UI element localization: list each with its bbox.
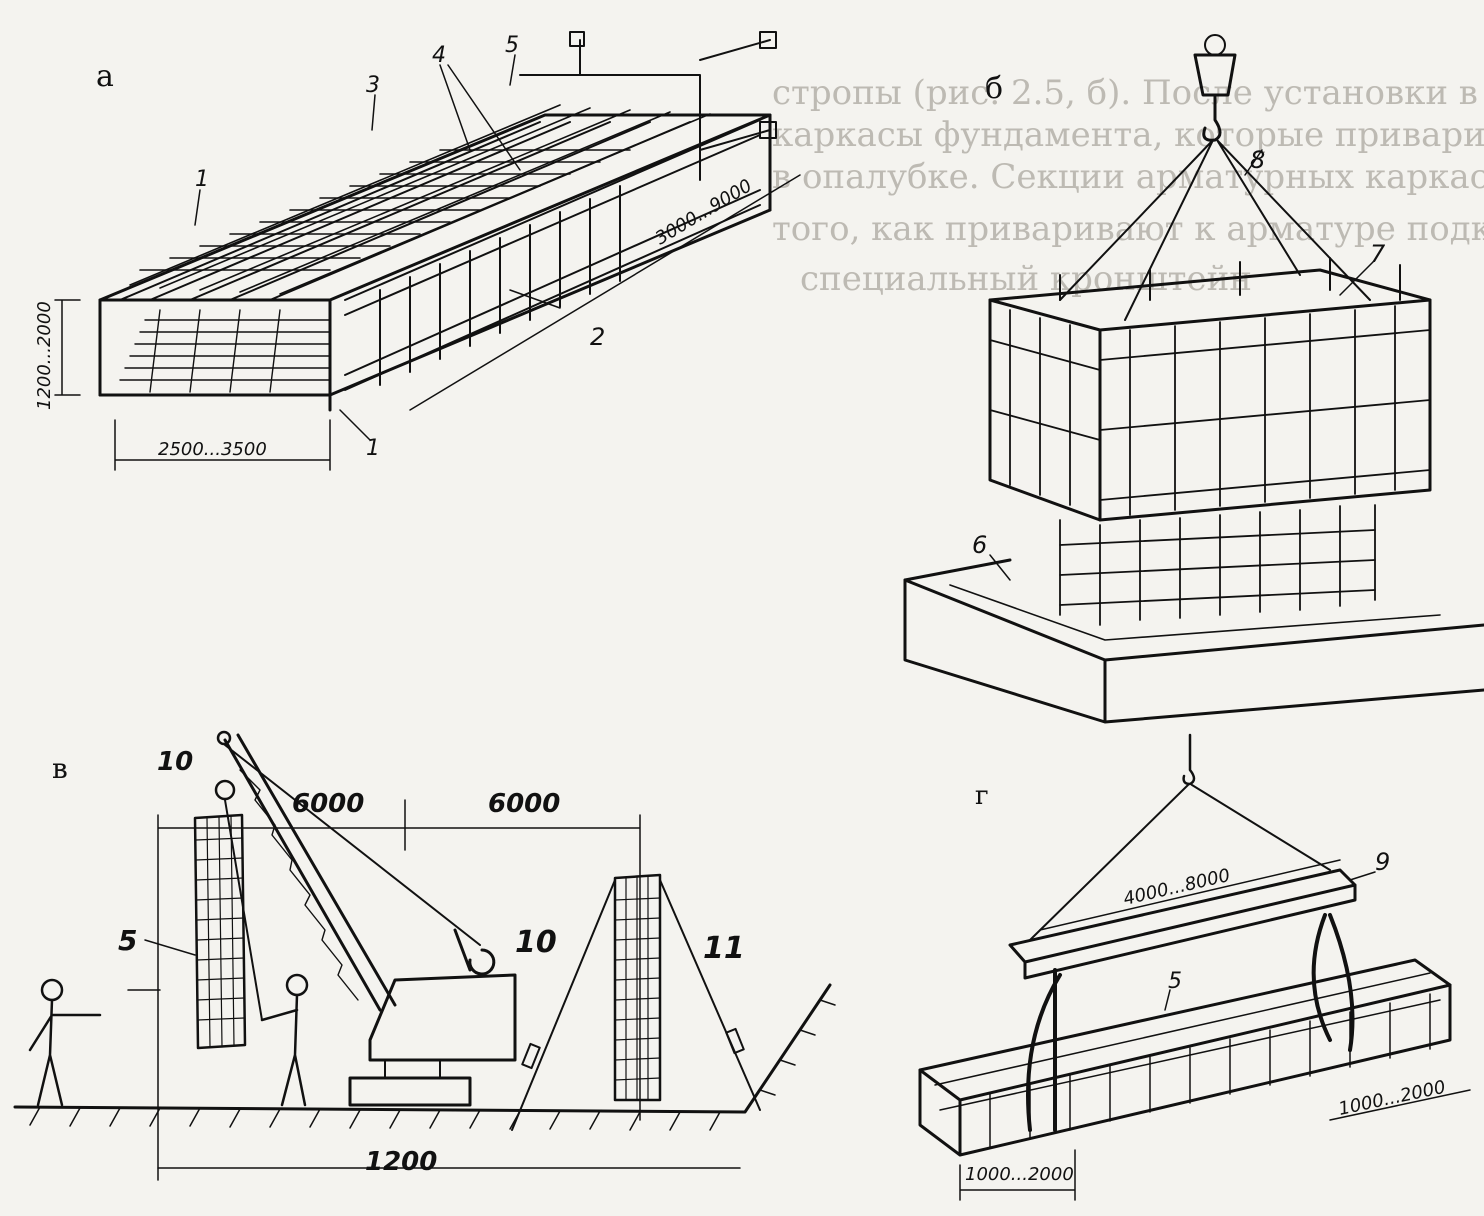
protruding-rebar	[1059, 257, 1401, 301]
crane-boom	[223, 733, 397, 1012]
panel-g-letter: г	[975, 781, 989, 811]
hanging-cage-mesh	[195, 815, 245, 1048]
cage-stirrups	[934, 972, 1441, 1149]
dim-width-line	[114, 419, 331, 471]
crane-cab	[368, 973, 517, 1062]
turnbuckle-left	[521, 1042, 541, 1070]
dim-beam-line	[1039, 859, 1341, 931]
boom-pendant	[224, 744, 481, 946]
bleed-line-2: каркасы фундамента, которые приваривают …	[772, 115, 1484, 155]
dim-base-text: 1200	[365, 1147, 437, 1177]
top-mesh-grid	[129, 104, 711, 295]
guy-wires	[511, 879, 761, 1131]
boom-tip-sheave	[216, 730, 232, 746]
dim-beam-text: 4000...8000	[1121, 865, 1232, 910]
dim-right-line	[1329, 1089, 1471, 1121]
callout-leaders-g	[1164, 871, 1376, 1011]
boom-head-sheave	[214, 779, 236, 801]
sling-ropes	[1059, 139, 1371, 321]
bleed-line-5: специальный кронштейн	[800, 259, 1252, 299]
callout-9: 9	[1375, 848, 1390, 876]
hook-pulley	[1204, 34, 1226, 56]
callout-4: 4	[432, 43, 446, 68]
callout-leaders-v	[127, 939, 196, 991]
crane-tracks	[348, 1076, 472, 1107]
box-right-face	[1098, 298, 1432, 522]
callout-1-bottom: 1	[366, 436, 380, 461]
dim-height-line	[54, 299, 81, 396]
callout-leaders	[194, 54, 561, 441]
callout-6: 6	[972, 531, 987, 559]
callout-leaders-b	[989, 149, 1376, 581]
end-anchor-1	[569, 31, 585, 47]
bottom-mesh-grid	[119, 309, 331, 393]
ground-line	[13, 983, 832, 1114]
end-anchor-2	[759, 31, 777, 49]
foundation-slab-top	[903, 558, 1484, 662]
counterweight-mast	[453, 928, 496, 976]
hoist-line	[224, 799, 263, 1021]
callout-10-boom: 10	[157, 747, 193, 777]
crane-hook-block	[1193, 53, 1237, 97]
panel-a-letter: а	[96, 59, 114, 94]
dim-spacing-text: 6000	[488, 789, 560, 819]
panel-v-letter: в	[52, 752, 68, 785]
hook-icon	[1202, 93, 1222, 142]
panel-b-letter: б	[985, 71, 1003, 106]
box-panels	[989, 305, 1431, 516]
crane-turntable	[384, 1059, 441, 1079]
panel-a-horizontal-formwork: а 1200...2000 2500...3500 3	[34, 31, 801, 471]
callout-11: 11	[703, 931, 745, 966]
panel-b-lifted-formwork: б 8 7 6	[903, 34, 1484, 724]
hanging-cage-outline	[193, 813, 247, 1050]
background-bleed-text: стропы (рис. 2.5, б). После установки в …	[772, 73, 1484, 299]
box-left-face	[988, 298, 1102, 522]
dim-width-text: 2500...3500	[158, 439, 267, 460]
dim-reach-text: 6000	[292, 789, 364, 819]
dim-length-line	[409, 174, 801, 411]
boom-lattice	[239, 769, 359, 1001]
foundation-inset	[949, 584, 1441, 641]
rod-extensions	[519, 39, 771, 181]
standing-cage-mesh	[614, 875, 661, 1101]
bleed-line-1: стропы (рис. 2.5, б). После установки в …	[772, 73, 1484, 113]
callout-10-crane: 10	[515, 925, 557, 960]
callout-1-top: 1	[195, 167, 209, 192]
worker-left	[28, 978, 102, 1107]
callout-5: 5	[505, 33, 519, 58]
foundation-slab-sides	[903, 578, 1484, 724]
column-cage	[1059, 504, 1376, 626]
dim-top-lines	[157, 799, 641, 1181]
end-anchor-3	[759, 121, 777, 139]
callout-5-g: 5	[1168, 969, 1182, 994]
hook-icon-g	[1182, 733, 1196, 786]
dim-left-lines	[959, 1149, 1076, 1201]
dim-height-text: 1200...2000	[34, 301, 55, 410]
callout-2: 2	[590, 323, 605, 351]
cage-top	[918, 958, 1452, 1102]
panel-g-traverse-lift: г 4000...8000 1000...2000 1000...2000 9 …	[918, 733, 1471, 1201]
dim-left-text: 1000...2000	[965, 1164, 1074, 1185]
top-frame-outline	[98, 113, 772, 302]
callout-7: 7	[1370, 240, 1386, 268]
bleed-line-3: в опалубке. Секции арматурных каркасов у…	[772, 157, 1484, 197]
turnbuckle-right	[725, 1027, 745, 1055]
ground-hatching	[29, 999, 836, 1131]
dim-right-text: 1000...2000	[1337, 1077, 1448, 1120]
callout-8: 8	[1250, 146, 1265, 174]
callout-5-cage: 5	[118, 924, 137, 957]
traverse-beam	[1008, 868, 1357, 980]
panel-v-crane-installation: в 6000 6000 1200	[13, 730, 836, 1181]
traverse-slings	[1029, 784, 1331, 941]
worker-right	[260, 973, 309, 1107]
side-wall-ribs	[119, 119, 761, 391]
standing-cage-outline	[613, 873, 662, 1102]
callout-3: 3	[366, 73, 380, 98]
cage-sides	[918, 983, 1452, 1157]
